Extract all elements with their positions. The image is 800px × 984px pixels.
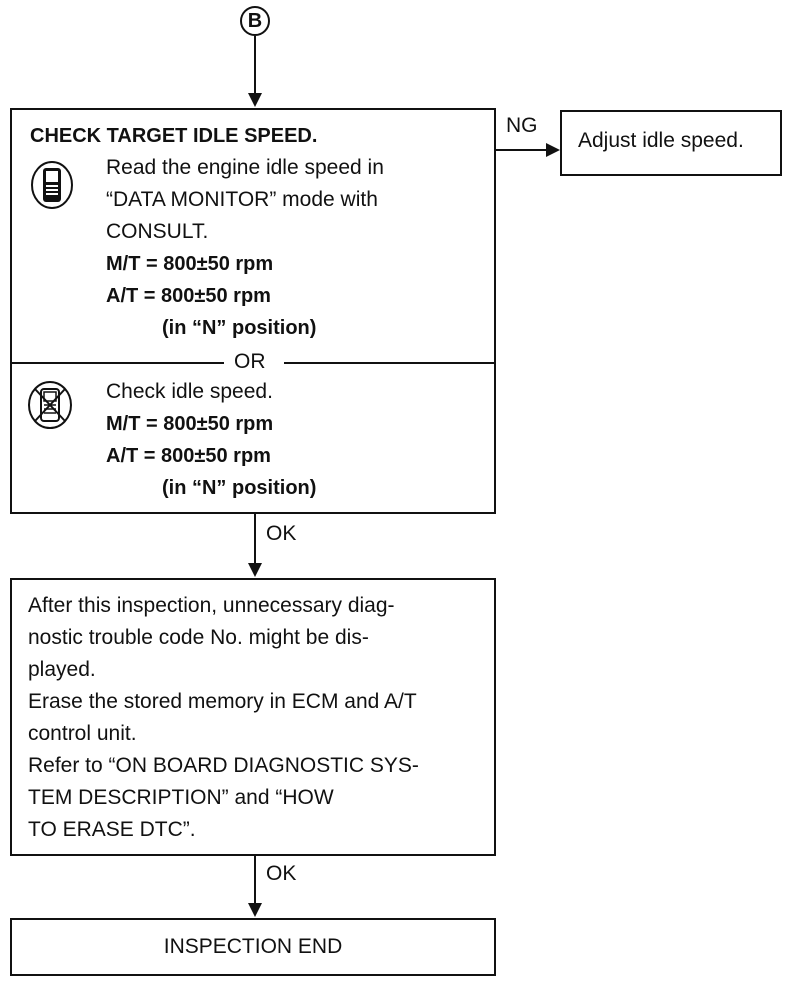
flow-line (254, 36, 256, 94)
flow-line (254, 514, 256, 564)
inspection-end-box: INSPECTION END (10, 918, 496, 976)
info-line: control unit. (28, 722, 137, 745)
info-line: Erase the stored memory in ECM and A/T (28, 690, 417, 713)
arrow-down-icon (248, 903, 262, 917)
info-line: Refer to “ON BOARD DIAGNOSTIC SYS- (28, 754, 419, 777)
check-title: CHECK TARGET IDLE SPEED. (30, 125, 318, 147)
no-consult-text-line1: Check idle speed. (106, 380, 273, 403)
adjust-idle-speed-box: Adjust idle speed. (560, 110, 782, 176)
no-consult-mt-spec: M/T = 800±50 rpm (106, 413, 274, 435)
consult-text-line2: “DATA MONITOR” mode with (106, 188, 378, 211)
or-divider-left (12, 362, 224, 364)
info-line: TEM DESCRIPTION” and “HOW (28, 786, 334, 809)
info-line: played. (28, 658, 96, 681)
consult-at-spec: A/T = 800±50 rpm (106, 285, 271, 307)
consult-text-line1: Read the engine idle speed in (106, 156, 384, 179)
or-label: OR (234, 350, 266, 373)
consult-mt-spec: M/T = 800±50 rpm (106, 253, 274, 275)
info-line: After this inspection, unnecessary diag- (28, 594, 395, 617)
or-divider-right (284, 362, 496, 364)
check-target-idle-speed-box: CHECK TARGET IDLE SPEED. Read the engine… (10, 108, 496, 514)
no-consult-at-spec: A/T = 800±50 rpm (106, 445, 271, 467)
flow-line (254, 856, 256, 904)
consult-position-note: (in “N” position) (162, 317, 317, 339)
arrow-right-icon (546, 143, 560, 157)
erase-dtc-info-box: After this inspection, unnecessary diag-… (10, 578, 496, 856)
info-line: TO ERASE DTC”. (28, 818, 196, 841)
ng-flow-line (496, 149, 548, 151)
arrow-down-icon (248, 93, 262, 107)
ok-label-2: OK (266, 862, 297, 885)
no-consult-position-note: (in “N” position) (162, 477, 317, 499)
consult-text-line3: CONSULT. (106, 220, 209, 243)
connector-label: B (247, 10, 263, 32)
consult-tester-icon (30, 160, 74, 210)
ok-label-1: OK (266, 522, 297, 545)
arrow-down-icon (248, 563, 262, 577)
adjust-idle-speed-text: Adjust idle speed. (578, 129, 744, 152)
info-line: nostic trouble code No. might be dis- (28, 626, 369, 649)
inspection-end-text: INSPECTION END (163, 935, 343, 958)
ng-label: NG (506, 114, 538, 137)
no-consult-icon (26, 380, 74, 430)
connector-b: B (240, 6, 270, 36)
